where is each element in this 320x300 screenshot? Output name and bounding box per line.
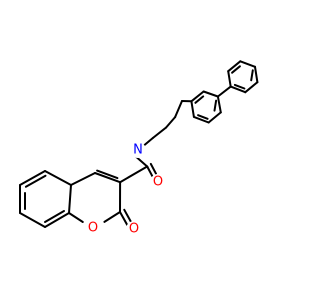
bond [119,211,129,227]
bond [197,114,209,120]
bond [149,162,157,175]
bond [152,126,167,139]
bond [119,165,149,184]
bond [202,90,219,98]
bond [250,69,254,82]
bond [19,212,46,228]
bond [44,210,65,223]
bond [216,85,232,98]
bond [254,65,259,84]
bonds-group [19,60,259,228]
lactone-oxygen-atom: O [126,221,142,237]
atom-label-o: O [153,175,163,190]
bond [103,211,121,223]
bond [227,70,232,88]
bond [68,184,72,214]
atom-label-background [130,142,146,158]
atom-label-background [150,174,166,190]
bond [44,212,70,228]
bond [19,170,46,186]
atom-label-o: O [129,222,139,237]
bond [190,100,195,118]
carbonyl-oxygen-atom: O [150,174,166,190]
atom-label-n: N [133,143,143,158]
chemical-structure-diagram: N O O O [19,60,259,237]
bond [146,165,154,178]
bond [165,116,177,129]
atom-label-background [85,220,101,236]
bond [239,60,256,68]
ring-oxygen-atom: O [85,220,101,236]
bond [233,83,246,90]
bond [142,136,154,147]
atom-label-background [126,221,142,237]
bond [207,111,222,124]
atom-labels-group: N O O O [85,142,166,237]
bond [213,99,218,112]
bond [96,169,119,180]
bond [194,95,205,104]
bond [44,170,72,186]
bond [227,60,242,73]
bond [190,90,205,103]
bond [94,172,122,184]
bond [244,81,259,94]
bond [70,172,96,186]
bond [231,65,241,74]
bond [229,85,247,94]
bond [174,100,183,119]
bond [24,174,47,188]
bond [216,95,222,114]
bond [68,212,84,223]
atom-label-o: O [88,221,98,236]
bond [192,115,210,124]
nitrogen-atom: N [130,142,146,158]
bond [123,208,133,225]
